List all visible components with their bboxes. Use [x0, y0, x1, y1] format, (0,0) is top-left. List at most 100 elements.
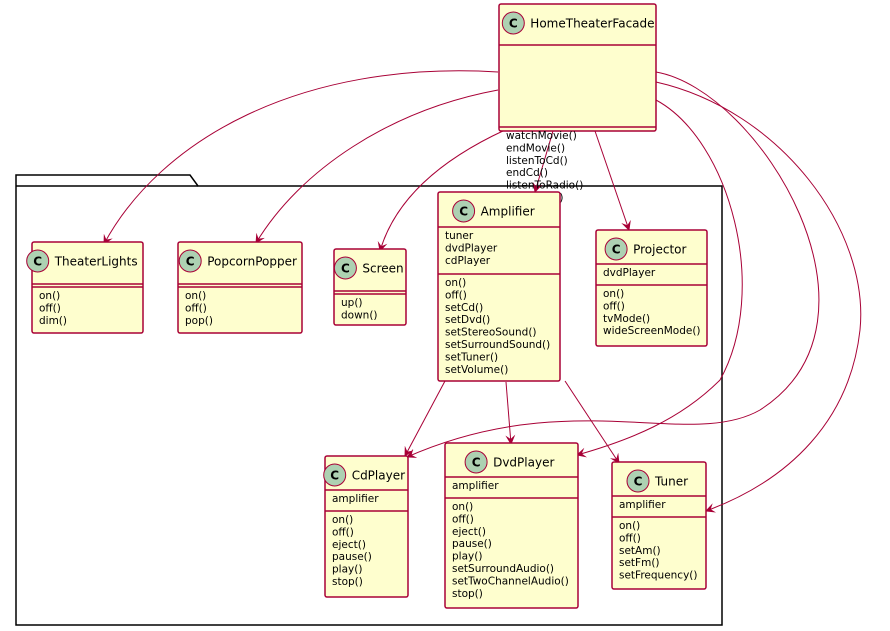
class-method: wideScreenMode(): [603, 325, 701, 337]
class-method: listenToRadio(): [506, 180, 583, 192]
class-method: off(): [452, 513, 474, 525]
class-method: stop(): [452, 588, 483, 600]
class-badge-letter: C: [341, 262, 350, 276]
class-method: on(): [185, 290, 206, 302]
class-method: on(): [452, 501, 473, 513]
class-badge-letter: C: [509, 17, 518, 31]
class-method: setStereoSound(): [445, 327, 537, 339]
class-facade[interactable]: C HomeTheaterFacade watchMovie()endMovie()…: [498, 3, 657, 204]
class-method: setTwoChannelAudio(): [452, 575, 569, 587]
class-name: DvdPlayer: [493, 456, 554, 470]
class-method: off(): [185, 302, 207, 314]
class-name: HomeTheaterFacade: [530, 17, 654, 31]
class-box: [611, 461, 707, 590]
class-method: setFrequency(): [619, 570, 697, 582]
class-field: tuner: [445, 230, 474, 242]
class-method: setSurroundSound(): [445, 339, 550, 351]
class-method: off(): [445, 289, 467, 301]
class-badge-icon: [626, 469, 650, 493]
class-method: play(): [332, 564, 362, 576]
class-method: endMovie(): [506, 142, 565, 154]
class-box: [437, 191, 561, 382]
class-method: off(): [39, 302, 61, 314]
relation-facade-popcornpopper: [255, 89, 499, 244]
class-name: CdPlayer: [352, 469, 405, 483]
class-badge-icon: [464, 450, 488, 474]
relations: [103, 70, 862, 513]
class-badge-letter: C: [472, 456, 481, 470]
class-box: [595, 229, 708, 347]
class-badge-letter: C: [330, 469, 339, 483]
class-field: cdPlayer: [445, 255, 491, 267]
class-method: off(): [603, 300, 625, 312]
class-badge-letter: C: [612, 243, 621, 257]
classes: C HomeTheaterFacade watchMovie()endMovie()…: [26, 3, 708, 609]
class-method: eject(): [332, 539, 366, 551]
class-badge-letter: C: [33, 255, 42, 269]
class-method: tvMode(): [603, 313, 650, 325]
class-badge-icon: [333, 256, 357, 280]
class-badge-icon: [26, 249, 50, 273]
relation-facade-screen: [377, 129, 506, 252]
class-method: on(): [332, 514, 353, 526]
class-method: setDvd(): [445, 314, 490, 326]
class-lights[interactable]: C TheaterLights on()off()dim(): [26, 241, 144, 334]
class-field: amplifier: [452, 480, 499, 492]
class-method: setCd(): [445, 302, 483, 314]
class-badge-icon: [604, 237, 628, 261]
class-badge-letter: C: [186, 255, 195, 269]
relation-amplifier-tuner: [564, 380, 620, 464]
relation-facade-tuner: [655, 81, 862, 513]
class-badge-letter: C: [634, 475, 643, 489]
class-method: on(): [445, 277, 466, 289]
class-method: setAm(): [619, 545, 661, 557]
class-method: setTuner(): [445, 351, 498, 363]
class-box: [324, 455, 409, 598]
relation-amplifier-cdplayer: [404, 380, 446, 457]
class-method: setSurroundAudio(): [452, 563, 554, 575]
class-cdplayer[interactable]: C CdPlayer amplifier on()off()eject()pause(…: [323, 455, 409, 598]
relation-facade-theaterlights: [103, 70, 499, 245]
relation-facade-projector: [594, 130, 631, 231]
class-field: amplifier: [332, 493, 379, 505]
class-field: dvdPlayer: [603, 267, 656, 279]
class-method: stop(): [332, 576, 363, 588]
class-method: setFm(): [619, 557, 660, 569]
class-name: Projector: [633, 243, 686, 257]
class-badge-letter: C: [459, 205, 468, 219]
class-name: Tuner: [654, 475, 688, 489]
class-popper[interactable]: C PopcornPopper on()off()pop(): [177, 241, 303, 334]
class-badge-icon: [178, 249, 202, 273]
class-badge-icon: [501, 11, 525, 35]
class-field: dvdPlayer: [445, 242, 498, 254]
class-name: PopcornPopper: [207, 255, 297, 269]
relation-facade-amplifier: [532, 130, 554, 193]
class-method: pop(): [185, 315, 213, 327]
class-method: watchMovie(): [506, 130, 577, 142]
class-method: off(): [332, 526, 354, 538]
class-tuner[interactable]: C Tuner amplifier on()off()setAm()setFm()se…: [611, 461, 707, 590]
class-method: dim(): [39, 315, 67, 327]
class-method: endCd(): [506, 167, 548, 179]
class-method: pause(): [332, 551, 372, 563]
class-name: Amplifier: [481, 205, 535, 219]
class-method: down(): [341, 309, 378, 321]
class-method: off(): [619, 532, 641, 544]
class-method: on(): [39, 290, 60, 302]
class-method: play(): [452, 551, 482, 563]
class-field: amplifier: [619, 499, 666, 511]
class-method: up(): [341, 297, 363, 309]
class-badge-icon: [452, 199, 476, 223]
class-method: on(): [619, 520, 640, 532]
class-method: listenToCd(): [506, 155, 568, 167]
class-method: pause(): [452, 538, 492, 550]
class-badge-icon: [323, 463, 347, 487]
class-box: [444, 442, 579, 609]
class-name: TheaterLights: [54, 255, 138, 269]
relation-facade-dvdplayer: [576, 99, 743, 458]
